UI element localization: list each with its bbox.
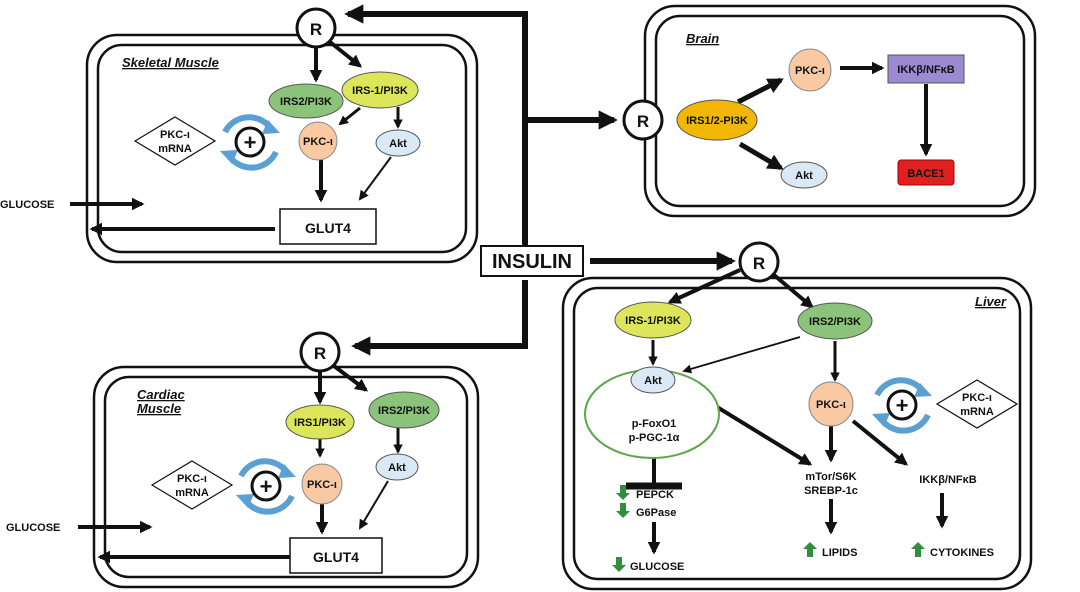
svg-text:PKC-ι: PKC-ι xyxy=(795,65,825,77)
brain-ikk-node: IKKβ/NFκB xyxy=(887,54,965,84)
svg-text:IRS-1/PI3K: IRS-1/PI3K xyxy=(352,85,408,97)
liver-receptor: R xyxy=(738,241,780,283)
svg-text:Akt: Akt xyxy=(388,462,406,474)
cardiac-glucose-input: GLUCOSE xyxy=(6,520,153,534)
svg-text:+: + xyxy=(896,393,909,418)
skeletal-receptor: R xyxy=(295,7,337,49)
liver-g6pase-label: G6Pase xyxy=(636,507,676,519)
liver-srebp-label: SREBP-1c xyxy=(804,485,858,497)
liver-ikk-label: IKKβ/NFκB xyxy=(919,474,977,486)
svg-text:PKC-ι: PKC-ι xyxy=(307,479,337,491)
liver-irs2-node: IRS2/PI3K xyxy=(797,302,873,340)
svg-text:IRS2/PI3K: IRS2/PI3K xyxy=(809,316,861,328)
svg-text:GLUT4: GLUT4 xyxy=(313,549,359,565)
liver-inflammation-group: IKKβ/NFκB CYTOKINES xyxy=(911,474,994,559)
brain-irs-node: IRS1/2-PI3K xyxy=(676,99,758,141)
svg-text:GLUT4: GLUT4 xyxy=(305,220,351,236)
svg-text:mRNA: mRNA xyxy=(960,406,994,418)
liver-lipids-label: LIPIDS xyxy=(822,547,857,559)
skeletal-arrows xyxy=(89,40,403,236)
insulin-box: INSULIN xyxy=(480,245,584,277)
svg-text:IRS2/PI3K: IRS2/PI3K xyxy=(378,405,430,417)
svg-text:IRS1/PI3K: IRS1/PI3K xyxy=(294,417,346,429)
cardiac-muscle-panel: Cardiac Muscle R GLUCOSE IRS1/PI3K IRS2/… xyxy=(6,331,480,589)
liver-gluconeogenesis-group: PEPCK G6Pase GLUCOSE xyxy=(612,485,684,573)
skeletal-akt-node: Akt xyxy=(375,129,421,157)
liver-irs1-node: IRS-1/PI3K xyxy=(614,301,692,339)
liver-akt-node xyxy=(630,366,676,394)
liver-feedback-cycle-icon: + xyxy=(872,377,932,434)
insulin-connectors xyxy=(344,4,736,356)
liver-lipogenesis-group: mTor/S6K SREBP-1c LIPIDS xyxy=(803,471,858,559)
skeletal-muscle-title: Skeletal Muscle xyxy=(122,55,219,70)
skeletal-muscle-panel: Skeletal Muscle R GLUCOSE IRS2/PI3K IRS-… xyxy=(0,7,479,264)
liver-pkc-node: PKC-ι xyxy=(808,381,854,427)
skeletal-irs2-node: IRS2/PI3K xyxy=(268,83,344,119)
brain-bace1-node: BACE1 xyxy=(897,159,955,186)
svg-text:PKC-ι: PKC-ι xyxy=(303,136,333,148)
liver-mrna-node: PKC-ι mRNA xyxy=(935,379,1019,429)
svg-text:PKC-ι: PKC-ι xyxy=(160,129,190,141)
skeletal-feedback-cycle-icon: + xyxy=(220,114,280,171)
svg-text:R: R xyxy=(637,112,649,131)
svg-text:PKC-ι: PKC-ι xyxy=(177,473,207,485)
brain-title: Brain xyxy=(686,31,719,46)
liver-foxo1-label: p-FoxO1 xyxy=(632,418,677,430)
insulin-label: INSULIN xyxy=(492,251,572,273)
brain-panel: Brain R IRS1/2-PI3K PKC-ι Akt IKKβ/NFκB xyxy=(622,4,1037,218)
svg-text:Akt: Akt xyxy=(795,170,813,182)
svg-text:BACE1: BACE1 xyxy=(907,168,944,180)
cardiac-receptor: R xyxy=(299,331,341,373)
svg-text:Akt: Akt xyxy=(644,375,662,387)
svg-text:IRS1/2-PI3K: IRS1/2-PI3K xyxy=(686,115,748,127)
liver-pgc-label: p-PGC-1α xyxy=(629,432,680,444)
cardiac-glucose-label: GLUCOSE xyxy=(6,522,60,534)
svg-text:IRS2/PI3K: IRS2/PI3K xyxy=(280,96,332,108)
liver-panel: Liver R IRS-1/PI3K IRS2/PI3K xyxy=(561,241,1033,591)
svg-text:R: R xyxy=(314,344,326,363)
skeletal-mrna-node: PKC-ι mRNA xyxy=(133,116,217,166)
skeletal-glucose-input: GLUCOSE xyxy=(0,197,145,211)
skeletal-irs1-node: IRS-1/PI3K xyxy=(341,71,419,109)
cardiac-feedback-cycle-icon: + xyxy=(236,458,296,515)
cardiac-akt-node: Akt xyxy=(375,453,419,481)
liver-mtor-label: mTor/S6K xyxy=(805,471,856,483)
cardiac-irs1-node: IRS1/PI3K xyxy=(285,404,355,440)
svg-text:IKKβ/NFκB: IKKβ/NFκB xyxy=(897,64,955,76)
cardiac-arrows xyxy=(97,364,403,564)
liver-title: Liver xyxy=(975,294,1007,309)
cardiac-pkc-node: PKC-ι xyxy=(301,463,343,505)
svg-text:PKC-ι: PKC-ι xyxy=(816,399,846,411)
skeletal-glucose-label: GLUCOSE xyxy=(0,199,54,211)
brain-arrows xyxy=(736,61,933,171)
liver-pepck-label: PEPCK xyxy=(636,489,674,501)
skeletal-glut4-box: GLUT4 xyxy=(279,208,377,245)
cardiac-irs2-node: IRS2/PI3K xyxy=(368,391,440,429)
svg-text:IRS-1/PI3K: IRS-1/PI3K xyxy=(625,315,681,327)
svg-text:PKC-ι: PKC-ι xyxy=(962,392,992,404)
liver-glucose-label: GLUCOSE xyxy=(630,561,684,573)
cardiac-glut4-box: GLUT4 xyxy=(289,537,383,574)
skeletal-pkc-node: PKC-ι xyxy=(298,121,338,161)
brain-pkc-node: PKC-ι xyxy=(788,48,832,92)
svg-text:+: + xyxy=(260,474,273,499)
brain-akt-node: Akt xyxy=(780,161,828,189)
brain-receptor: R xyxy=(622,99,664,141)
cardiac-mrna-node: PKC-ι mRNA xyxy=(150,460,234,510)
svg-text:mRNA: mRNA xyxy=(175,487,209,499)
receptor-label: R xyxy=(310,20,322,39)
svg-text:mRNA: mRNA xyxy=(158,143,192,155)
cardiac-title-line2: Muscle xyxy=(137,401,181,416)
liver-akt-complex: Akt p-FoxO1 p-PGC-1α xyxy=(584,366,720,459)
svg-text:R: R xyxy=(753,254,765,273)
cardiac-title-line1: Cardiac xyxy=(137,387,185,402)
svg-text:Akt: Akt xyxy=(389,138,407,150)
liver-cytokines-label: CYTOKINES xyxy=(930,547,994,559)
svg-text:+: + xyxy=(244,130,257,155)
